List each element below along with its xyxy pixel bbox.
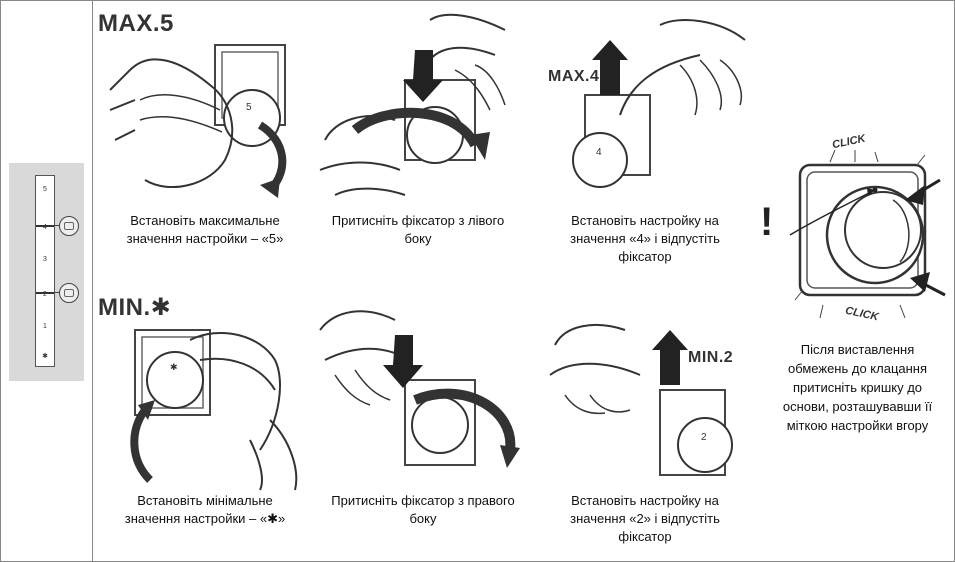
caption-line: боку	[318, 510, 528, 528]
caption-line: Встановіть настройку на	[545, 212, 745, 230]
caption-line: Притисніть фіксатор з правого	[318, 492, 528, 510]
min-star-caption: Встановіть мінімальне значення настройки…	[100, 492, 310, 528]
press-left-latch-illustration	[315, 10, 515, 200]
max4-caption: Встановіть настройку на значення «4» і в…	[545, 212, 745, 266]
caption-line: основи, розташувавши її	[760, 397, 955, 416]
limit-stop-icon	[59, 283, 79, 303]
limit-stop-icon	[59, 216, 79, 236]
release-latch-min2-illustration: 2	[545, 305, 745, 485]
max-limit-mark	[36, 225, 54, 227]
caption-line: значення «2» і відпустіть	[545, 510, 745, 528]
caption-line: боку	[318, 230, 518, 248]
caption-line: фіксатор	[545, 248, 745, 266]
min-star-heading: MIN.✱	[98, 293, 171, 322]
caption-line: Встановіть настройку на	[545, 492, 745, 510]
press-left-caption: Притисніть фіксатор з лівого боку	[318, 212, 518, 248]
min2-caption: Встановіть настройку на значення «2» і в…	[545, 492, 745, 546]
press-right-latch-illustration	[315, 300, 525, 485]
caption-line: Встановіть максимальне	[100, 212, 310, 230]
scale-label: ✱	[36, 352, 54, 360]
svg-text:4: 4	[596, 147, 602, 158]
caption-line: значення настройки – «✱»	[100, 510, 310, 528]
caption-line: фіксатор	[545, 528, 745, 546]
scale-label: 3	[36, 256, 54, 263]
scale-label: 5	[36, 186, 54, 193]
caption-line: Притисніть фіксатор з лівого	[318, 212, 518, 230]
temperature-scale: 5 4 3 2 1 ✱	[35, 175, 55, 367]
caption-line: притисніть кришку до	[760, 378, 955, 397]
caption-line: значення «4» і відпустіть	[545, 230, 745, 248]
caption-line: міткою настройки вгору	[760, 416, 955, 435]
attention-mark: !	[760, 200, 773, 245]
hand-turning-knob-max5-illustration: 5	[110, 40, 300, 200]
min-limit-mark	[36, 292, 54, 294]
hand-turning-knob-min-illustration: ✱	[110, 320, 310, 490]
max5-heading: MAX.5	[98, 10, 174, 38]
column-divider	[92, 0, 93, 562]
release-latch-max4-illustration: 4	[560, 15, 750, 200]
scale-label: 1	[36, 323, 54, 330]
svg-text:5: 5	[246, 102, 252, 113]
max5-caption: Встановіть максимальне значення настройк…	[100, 212, 310, 248]
snap-cover-illustration	[775, 150, 950, 320]
press-right-caption: Притисніть фіксатор з правого боку	[318, 492, 528, 528]
caption-line: Встановіть мінімальне	[100, 492, 310, 510]
final-caption: Після виставлення обмежень до клацання п…	[760, 340, 955, 435]
scale-panel: 5 4 3 2 1 ✱	[9, 163, 84, 381]
caption-line: Після виставлення	[760, 340, 955, 359]
caption-line: обмежень до клацання	[760, 359, 955, 378]
caption-line: значення настройки – «5»	[100, 230, 310, 248]
svg-text:2: 2	[701, 432, 707, 443]
svg-text:✱: ✱	[170, 362, 178, 372]
